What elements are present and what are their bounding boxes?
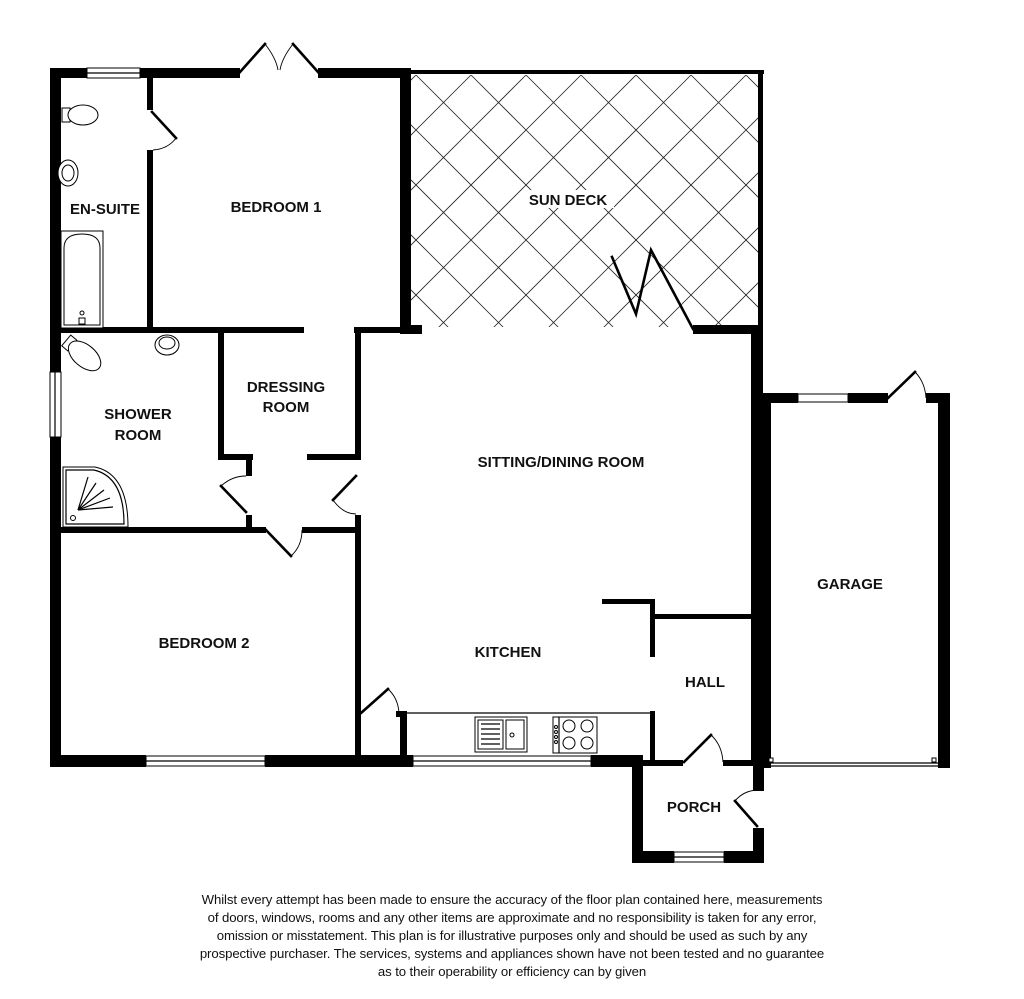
room-label-dressing-room-line2: ROOM bbox=[263, 399, 310, 416]
sink-icon bbox=[474, 716, 528, 753]
sun-deck-top-rail bbox=[408, 70, 764, 74]
room-label-sitting-dining-room: SITTING/DINING ROOM bbox=[478, 454, 645, 471]
interior-walls bbox=[61, 78, 754, 765]
doors bbox=[150, 42, 927, 828]
porch-front-door bbox=[733, 789, 759, 828]
basin-icon bbox=[154, 334, 180, 356]
sun-deck-right-rail bbox=[758, 70, 763, 332]
disclaimer-line: omission or misstatement. This plan is f… bbox=[216, 928, 808, 943]
sun-deck-area bbox=[411, 75, 760, 327]
room-label-en-suite: EN-SUITE bbox=[70, 201, 140, 218]
hall-door bbox=[682, 733, 724, 764]
room-label-hall: HALL bbox=[685, 674, 725, 691]
disclaimer: Whilst every attempt has been made to en… bbox=[100, 891, 924, 981]
windows bbox=[49, 67, 938, 863]
room-label-bedroom-2: BEDROOM 2 bbox=[159, 635, 250, 652]
basin-icon bbox=[57, 159, 79, 187]
bedroom-2-door bbox=[264, 528, 303, 558]
bifold-door bbox=[610, 246, 695, 331]
room-label-bedroom-1: BEDROOM 1 bbox=[231, 199, 322, 216]
room-label-shower-room-line2: ROOM bbox=[115, 427, 162, 444]
disclaimer-line: of doors, windows, rooms and any other i… bbox=[207, 910, 817, 925]
disclaimer-line: as to their operability or efficiency ca… bbox=[377, 964, 647, 979]
toilet-icon bbox=[61, 104, 99, 126]
ensuite-door bbox=[150, 110, 178, 151]
shower-room-door bbox=[219, 475, 248, 514]
hob-icon bbox=[552, 716, 598, 754]
bath-icon bbox=[60, 230, 104, 329]
corner-shower-icon bbox=[62, 466, 129, 528]
toilet-icon bbox=[61, 334, 102, 372]
french-door bbox=[238, 42, 320, 74]
room-label-garage: GARAGE bbox=[817, 576, 883, 593]
cupboard-door bbox=[359, 687, 400, 715]
disclaimer-line: Whilst every attempt has been made to en… bbox=[201, 892, 823, 907]
room-label-shower-room-line1: SHOWER bbox=[104, 406, 172, 423]
room-label-sun-deck: SUN DECK bbox=[529, 192, 608, 209]
sitting-room-door bbox=[331, 474, 358, 515]
room-label-porch: PORCH bbox=[667, 799, 721, 816]
room-label-dressing-room-line1: DRESSING bbox=[247, 379, 325, 396]
disclaimer-line: prospective purchaser. The services, sys… bbox=[199, 946, 825, 961]
room-label-kitchen: KITCHEN bbox=[475, 644, 542, 661]
fixtures bbox=[57, 104, 650, 754]
room-labels: EN-SUITE BEDROOM 1 SUN DECK SHOWER ROOM … bbox=[70, 190, 883, 816]
floor-plan: EN-SUITE BEDROOM 1 SUN DECK SHOWER ROOM … bbox=[49, 42, 950, 863]
garage-side-door bbox=[886, 370, 927, 400]
